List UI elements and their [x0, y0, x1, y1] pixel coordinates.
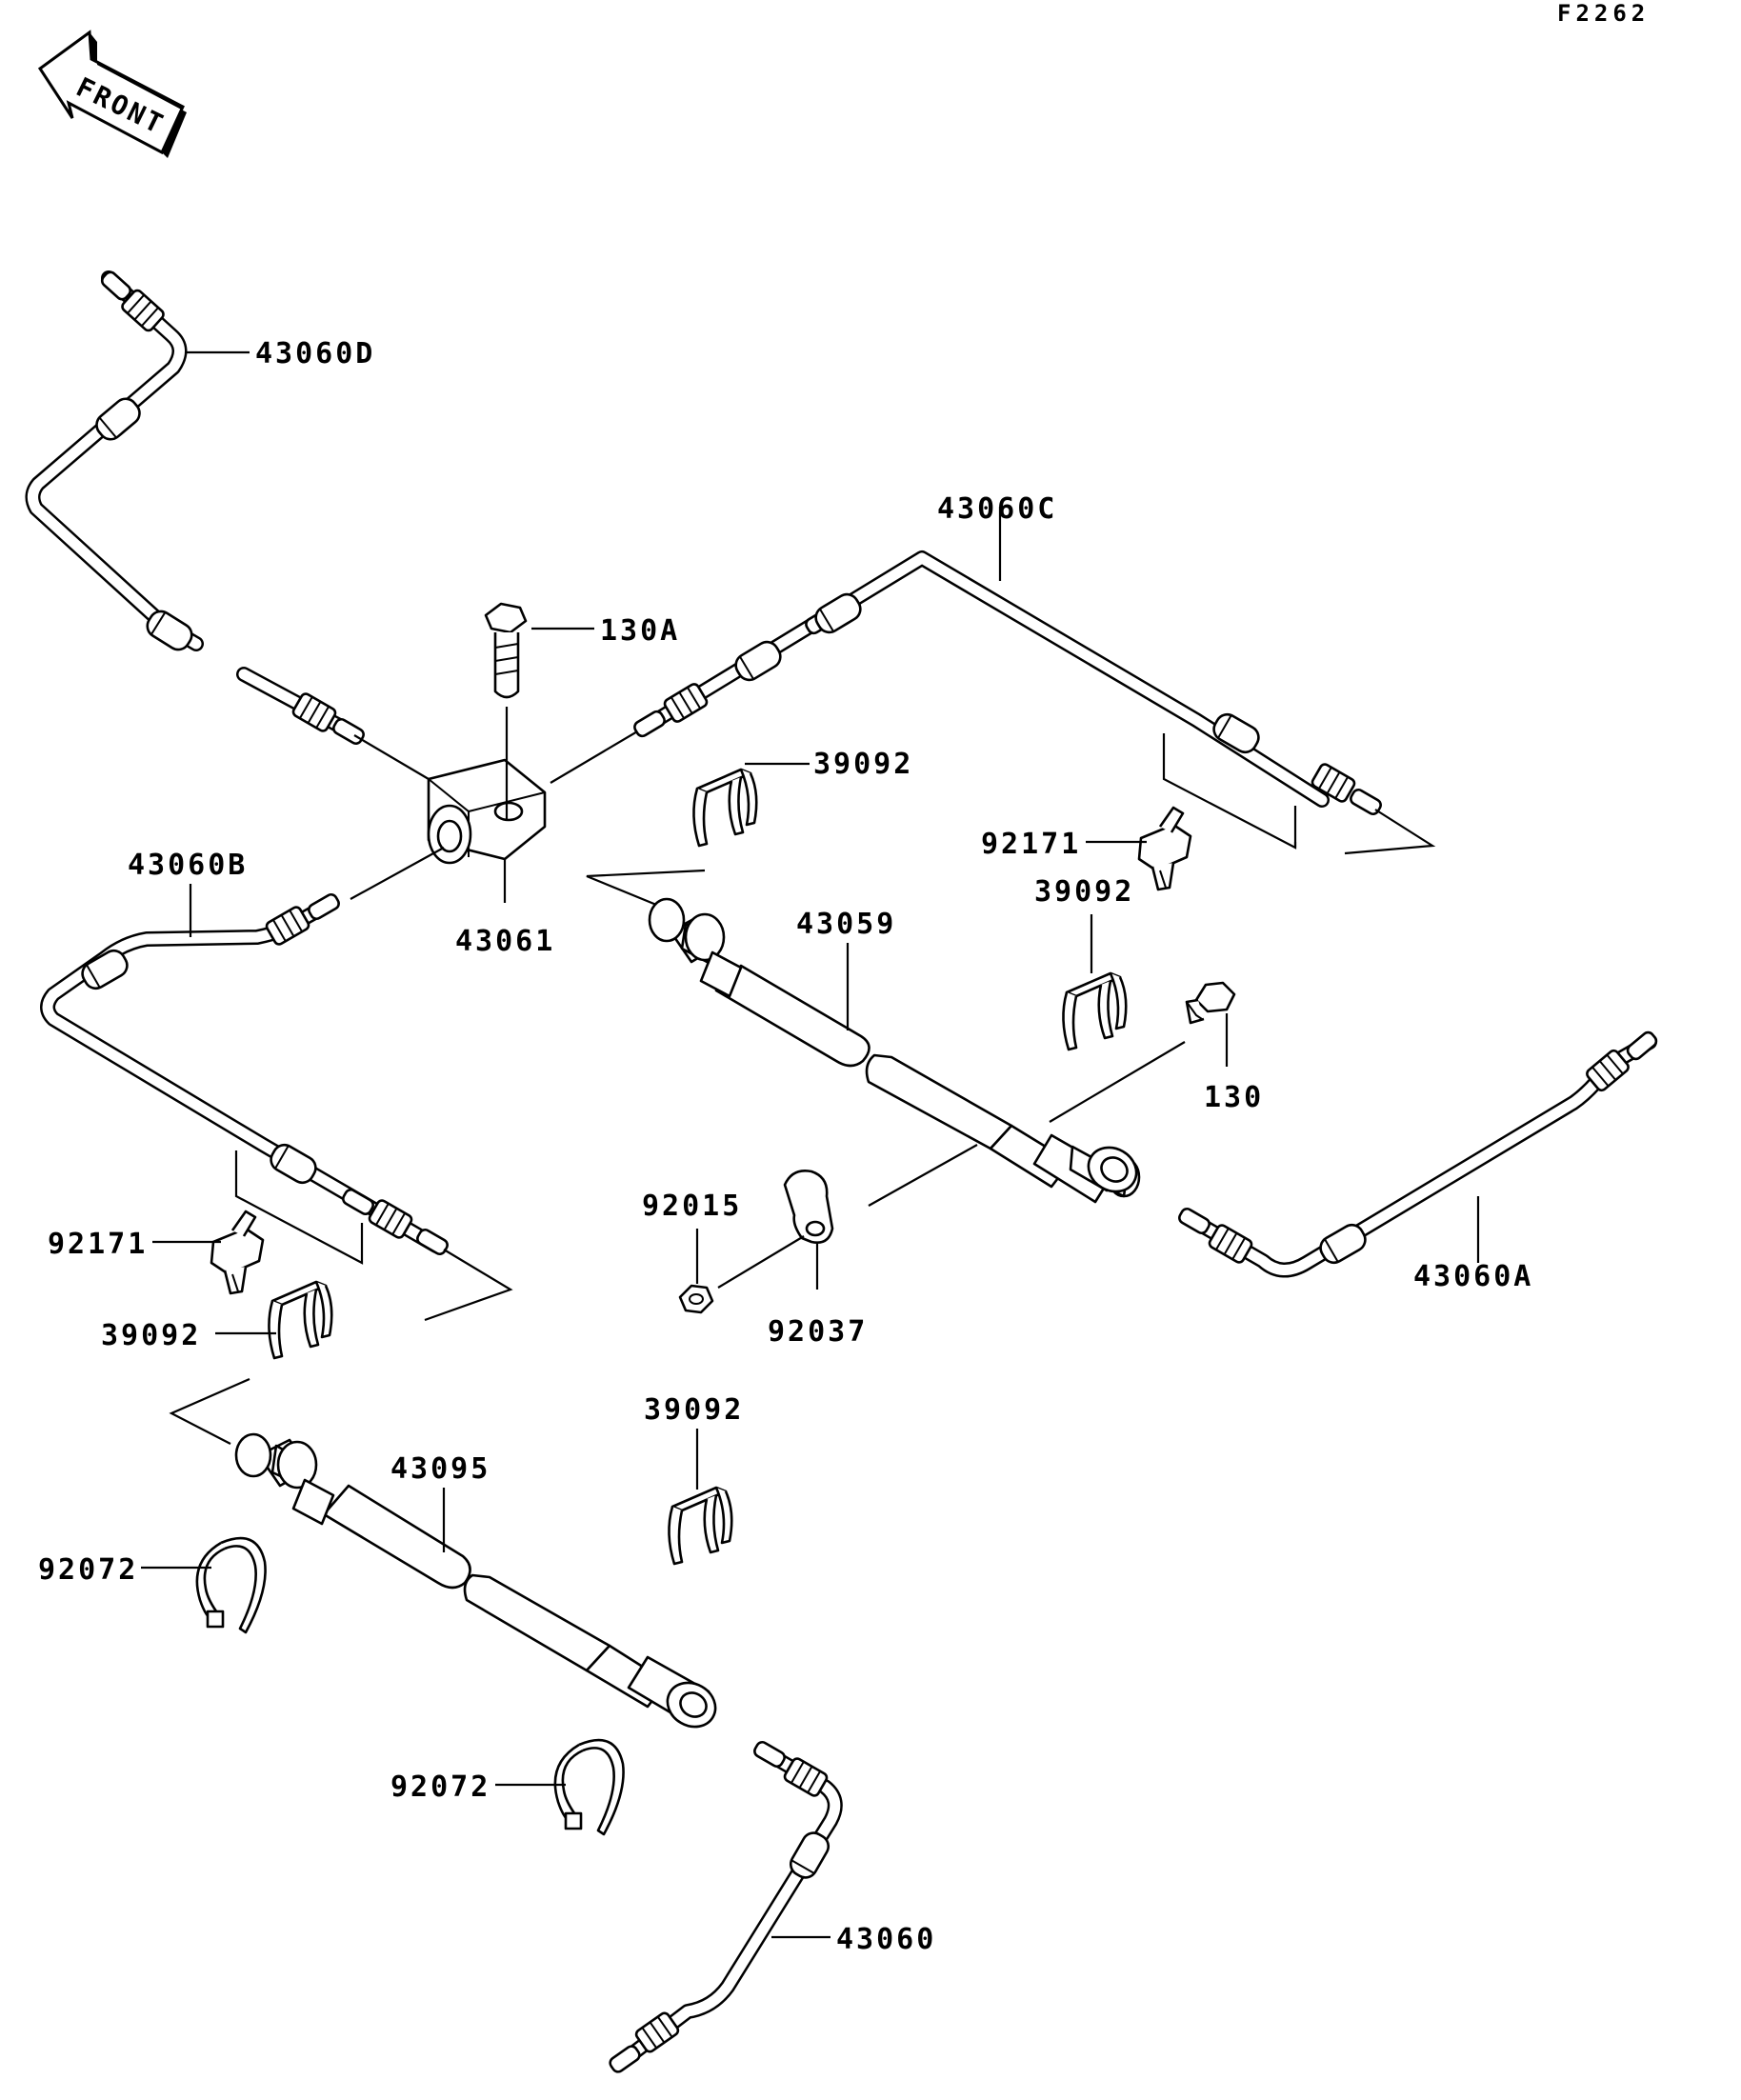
banjo-bolt-130 — [1185, 981, 1236, 1025]
label-130A: 130A — [600, 614, 680, 648]
label-43060A: 43060A — [1413, 1260, 1533, 1293]
label-39092-lower-middle: 39092 — [644, 1393, 744, 1427]
front-direction-arrow-icon: FRONT — [37, 30, 187, 158]
label-92037: 92037 — [768, 1315, 868, 1349]
bracket-92037 — [783, 1170, 834, 1244]
clip-39092-right — [1062, 971, 1128, 1051]
label-92072-lower: 92072 — [390, 1770, 490, 1804]
hose-band-92072-left — [195, 1536, 267, 1634]
label-43060D: 43060D — [255, 337, 375, 370]
label-92072-left: 92072 — [38, 1553, 138, 1587]
clip-92171-upper — [1137, 806, 1192, 891]
label-39092-upper-middle: 39092 — [813, 748, 913, 781]
clip-39092-left — [268, 1280, 333, 1360]
label-43095: 43095 — [390, 1452, 490, 1486]
banjo-bolt-130A — [484, 602, 528, 699]
brake-line-43060D — [25, 269, 368, 748]
label-43061: 43061 — [455, 925, 555, 958]
brake-hose-43095 — [234, 1432, 717, 1729]
label-43060: 43060 — [836, 1923, 936, 1956]
label-43059: 43059 — [796, 908, 896, 941]
label-43060B: 43060B — [128, 849, 248, 882]
clip-39092-upper-middle — [692, 768, 758, 848]
label-39092-right: 39092 — [1034, 875, 1134, 909]
label-43060C: 43060C — [937, 492, 1057, 526]
label-130: 130 — [1204, 1081, 1264, 1114]
brake-junction-block-43061 — [427, 758, 547, 865]
label-39092-left: 39092 — [101, 1319, 201, 1352]
brake-line-43060 — [607, 1738, 843, 2076]
nut-92015 — [678, 1284, 714, 1314]
brake-line-43060C — [630, 550, 1385, 818]
label-92015: 92015 — [642, 1190, 742, 1223]
brake-line-43060B — [40, 890, 451, 1258]
clip-92171-left — [210, 1210, 265, 1295]
label-92171-left: 92171 — [48, 1228, 148, 1261]
label-92171-upper: 92171 — [981, 828, 1081, 861]
clip-39092-lower-middle — [668, 1486, 733, 1566]
diagram-code: F2262 — [1557, 0, 1650, 27]
brake-hose-43059 — [648, 897, 1141, 1204]
brake-line-43060A — [1175, 1029, 1660, 1278]
hose-band-92072-lower — [553, 1738, 625, 1836]
